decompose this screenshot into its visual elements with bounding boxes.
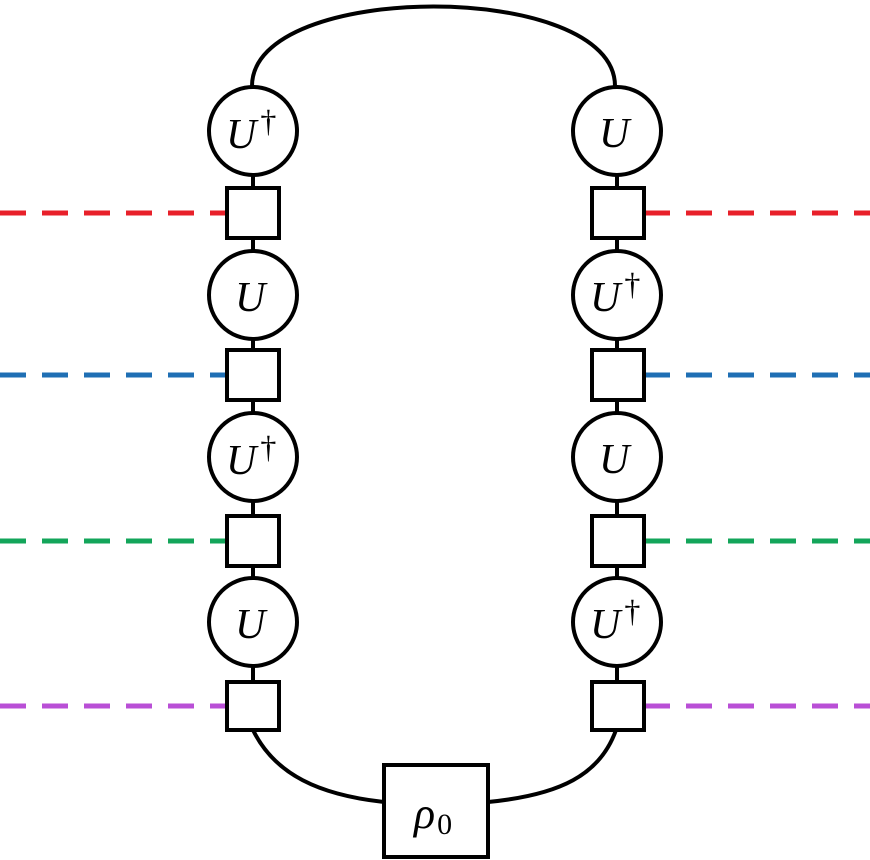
right-unitary-node-3 (571, 411, 663, 503)
initial-state-label: ρ0 (412, 789, 452, 841)
right-measurement-box-2 (590, 348, 646, 402)
bottom-left-arc (251, 729, 385, 804)
left-unitary-node-1 (207, 85, 299, 177)
left-unitary-label-2: U (235, 275, 268, 321)
right-unitary-node-4 (571, 576, 663, 668)
right-unitary-label-3: U (599, 437, 632, 483)
left-measurement-box-1 (225, 186, 281, 240)
left-unitary-label-3: U† (226, 429, 276, 484)
right-measurement-box-1 (590, 186, 646, 240)
right-unitary-label-2: U† (590, 266, 640, 321)
right-unitary-node-1 (571, 85, 663, 177)
left-measurement-box-2 (225, 348, 281, 402)
right-unitary-node-2 (571, 249, 663, 341)
left-unitary-node-4 (207, 576, 299, 668)
left-measurement-box-3 (225, 514, 281, 568)
right-unitary-label-1: U (599, 111, 632, 157)
bottom-right-arc (487, 729, 618, 804)
initial-state-box (382, 763, 490, 859)
left-unitary-label-4: U (235, 602, 268, 648)
left-unitary-node-2 (207, 249, 299, 341)
left-unitary-label-1: U† (226, 103, 276, 158)
right-unitary-label-4: U† (590, 593, 640, 648)
right-measurement-box-3 (590, 514, 646, 568)
left-unitary-node-3 (207, 411, 299, 503)
right-measurement-box-4 (590, 680, 646, 732)
top-contraction-arc (250, 4, 617, 87)
left-measurement-box-4 (225, 680, 281, 732)
